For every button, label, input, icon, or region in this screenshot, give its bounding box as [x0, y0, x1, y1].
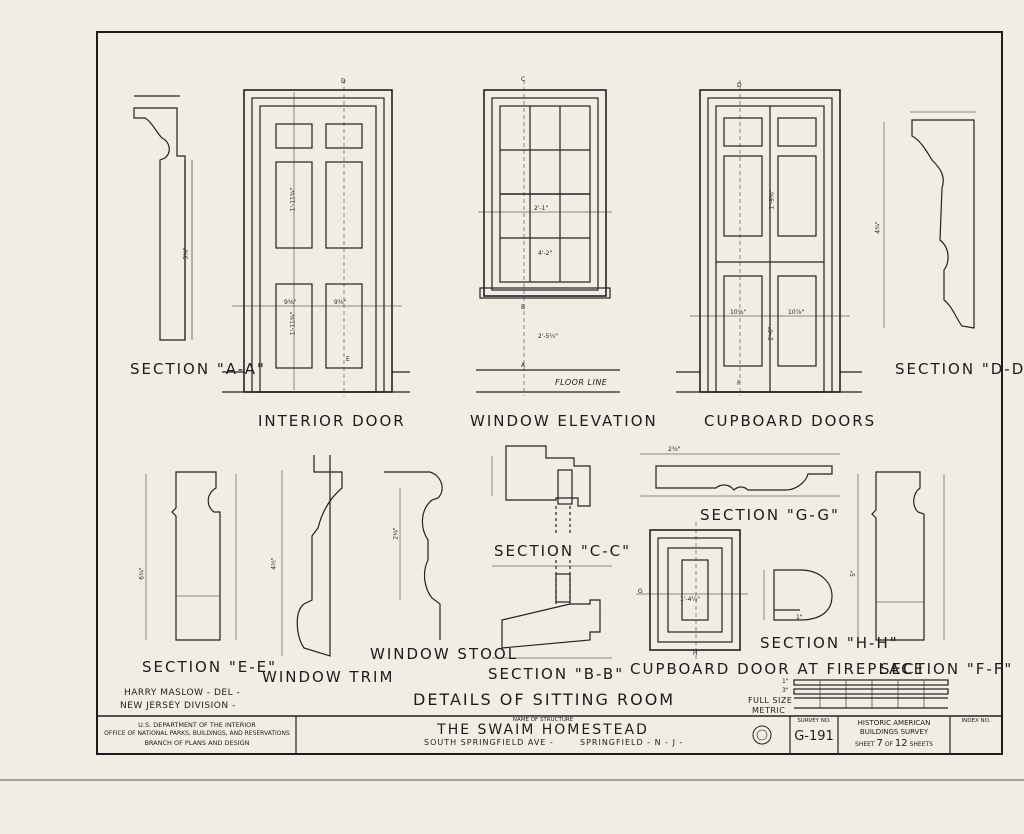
agency-line-3: BRANCH OF PLANS AND DESIGN: [144, 739, 250, 747]
mark-h-fireplace: H: [693, 650, 698, 657]
structure-name: THE SWAIM HOMESTEAD: [437, 722, 649, 738]
scale-metric-label: METRIC: [752, 706, 786, 715]
section-aa-profile: [133, 95, 193, 341]
dim-door-stile2: 9⅜": [334, 299, 347, 306]
label-cupboard-fireplace: CUPBOARD DOOR AT FIREPLACE: [630, 660, 926, 678]
index-no-label: INDEX NO.: [961, 718, 991, 724]
section-bb-profile: [492, 560, 612, 659]
dim-section-dd-height: 4¾": [874, 221, 882, 234]
cupboard-fireplace-drawing: [636, 522, 748, 660]
cupboard-doors-drawing: [676, 80, 862, 396]
label-section-ee: SECTION "E-E": [142, 658, 278, 676]
dim-window-pane: 4'-2": [538, 250, 553, 257]
mark-b-window: B: [521, 304, 526, 311]
mark-d-cupboard: D: [737, 82, 742, 89]
interior-door-drawing: [222, 80, 410, 396]
sheet-count: SHEET 7 OF 12 SHEETS: [838, 738, 950, 749]
label-section-dd: SECTION "D-D": [895, 360, 1024, 378]
window-elevation-drawing: [476, 80, 620, 396]
scale-full-size-label: FULL SIZE: [748, 696, 793, 705]
dim-window-trim-height: 4½": [270, 557, 278, 570]
dim-section-aa-height: 3⅛": [182, 247, 190, 260]
dim-window-sill: 2'-5¼": [538, 333, 559, 340]
mark-f-cupboard: F: [737, 380, 741, 387]
section-ff-profile: [857, 471, 945, 641]
label-section-hh: SECTION "H-H": [760, 634, 899, 652]
mark-a-window: A: [521, 362, 526, 369]
label-window-elevation: WINDOW ELEVATION: [470, 412, 658, 430]
survey-number: G-191: [794, 729, 834, 744]
dim-cupboard-panel: 1'-9⅜": [768, 189, 776, 210]
scale-row2-label: 3": [782, 687, 789, 694]
label-section-gg: SECTION "G-G": [700, 506, 840, 524]
sheet-title: DETAILS OF SITTING ROOM: [413, 690, 676, 709]
delineator-division: NEW JERSEY DIVISION -: [120, 701, 236, 711]
label-cupboard-doors: CUPBOARD DOORS: [704, 412, 877, 430]
survey-no-label: SURVEY NO.: [797, 718, 831, 724]
scale-row1-label: 1": [782, 678, 789, 685]
sheets-word: SHEETS: [909, 741, 933, 748]
dim-door-stile: 9⅜": [284, 299, 297, 306]
title-block-frame: [97, 715, 1002, 754]
sheet-total: 12: [894, 738, 908, 749]
window-stool-profile: [384, 471, 443, 640]
section-dd-profile: [883, 111, 976, 329]
structure-city: SPRINGFIELD - N - J -: [580, 738, 684, 747]
agency-line-1: U.S. DEPARTMENT OF THE INTERIOR: [138, 721, 256, 729]
dim-cupboard-lower: 2'-0": [767, 326, 775, 341]
sheet-word: SHEET: [855, 741, 875, 748]
habs-line-2: BUILDINGS SURVEY: [859, 728, 929, 736]
habs-line-1: HISTORIC AMERICAN: [857, 719, 931, 727]
dim-cupboard-stile2: 10⅞": [788, 309, 805, 316]
section-hh-profile: [763, 569, 833, 621]
survey-seal-icon: [752, 725, 772, 745]
window-trim-profile: [281, 455, 343, 657]
structure-address: SOUTH SPRINGFIELD AVE -: [424, 738, 554, 747]
dim-section-hh-width: 1": [796, 614, 803, 621]
dim-cupboard-stile: 10⅞": [730, 309, 747, 316]
structure-name-label: NAME OF STRUCTURE: [512, 717, 574, 723]
mark-c-window: C: [521, 76, 526, 83]
label-section-bb: SECTION "B-B": [488, 665, 625, 683]
sheet-border: [96, 31, 1003, 755]
dim-door-rail: 1'-11¾": [289, 187, 297, 212]
dim-section-ff-height: 5": [849, 570, 857, 577]
label-interior-door: INTERIOR DOOR: [258, 412, 406, 430]
label-section-cc: SECTION "C-C": [494, 542, 632, 560]
label-window-trim: WINDOW TRIM: [262, 668, 395, 686]
dim-section-gg-width: 2⅜": [668, 446, 681, 453]
section-gg-profile: [640, 453, 840, 497]
of-word: OF: [884, 741, 893, 748]
dim-window-width: 2'-1": [534, 205, 549, 212]
label-section-ff: SECTION "F-F": [880, 660, 1014, 678]
mark-g-fireplace: G: [638, 588, 643, 595]
section-cc-profile: [491, 445, 591, 536]
dim-fireplace-width: 1'-4¼": [680, 596, 701, 603]
dim-door-lower: 1'-11¾": [289, 311, 297, 336]
delineator-name: HARRY MASLOW - DEL -: [124, 688, 241, 698]
dim-section-ee-height: 6¾": [138, 567, 146, 580]
label-window-stool: WINDOW STOOL: [370, 645, 519, 663]
agency-line-2: OFFICE OF NATIONAL PARKS, BUILDINGS, AND…: [104, 730, 290, 737]
graphic-scale: [793, 679, 949, 709]
dim-window-stool-height: 2⅜": [392, 527, 400, 540]
mark-e-door: E: [346, 356, 350, 363]
mark-d-door: D: [341, 78, 346, 85]
sheet-number: 7: [876, 738, 883, 749]
section-ee-profile: [145, 471, 237, 641]
floor-line-note: FLOOR LINE: [555, 378, 608, 387]
label-section-aa: SECTION "A-A": [130, 360, 266, 378]
